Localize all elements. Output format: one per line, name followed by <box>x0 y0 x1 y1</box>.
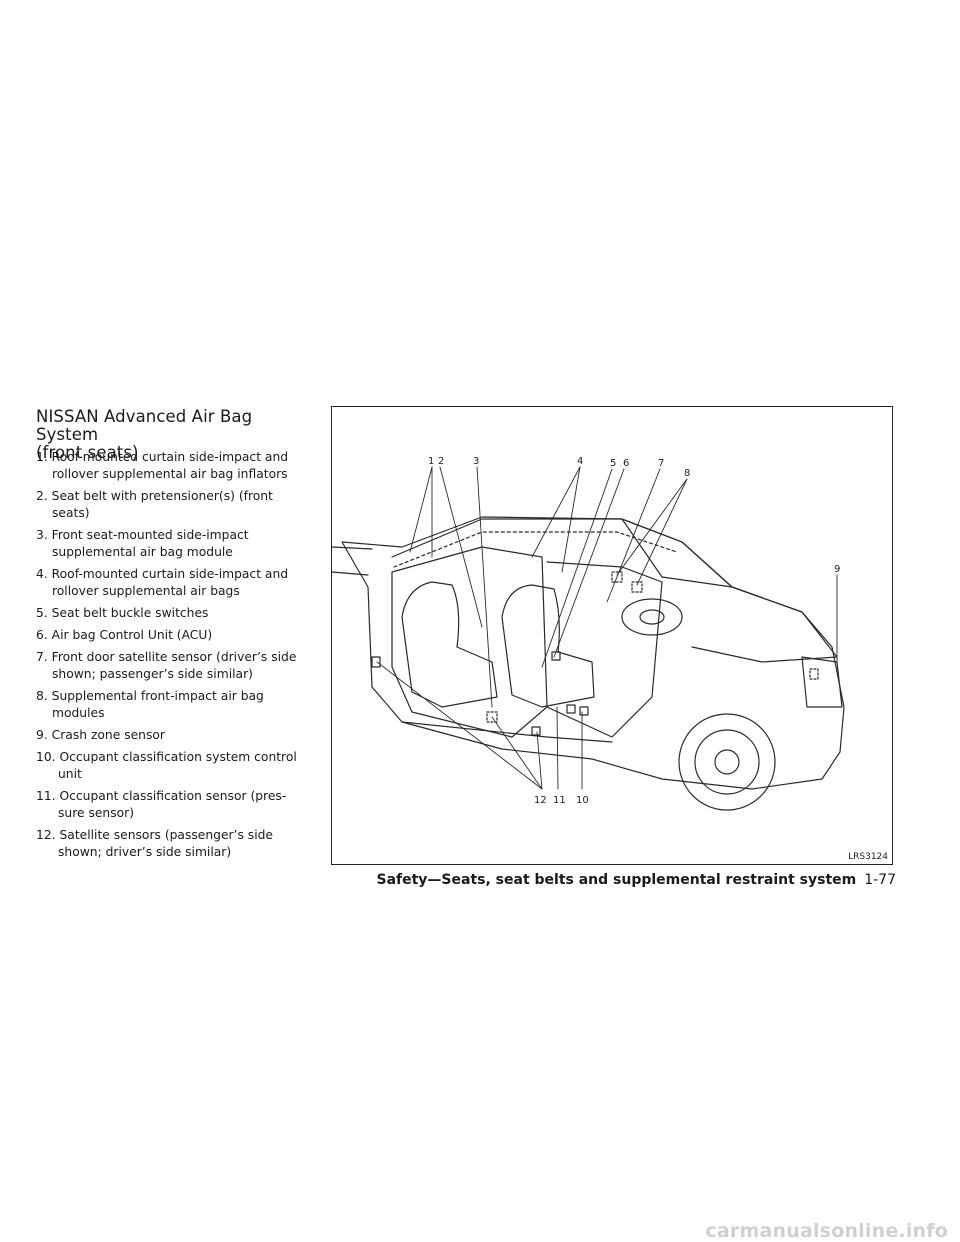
page-footer: Safety—Seats, seat belts and supplementa… <box>377 872 897 888</box>
watermark-bar: carmanualsonline.info <box>0 1220 960 1242</box>
steering-wheel <box>621 598 683 636</box>
legend-item: 10. Occupant classification system contr… <box>36 750 297 781</box>
callout-11: 11 <box>553 795 566 806</box>
callout-7: 7 <box>658 458 664 469</box>
callout-1: 1 <box>428 456 434 467</box>
callout-leader-lines <box>376 466 838 790</box>
door-opening <box>391 546 548 738</box>
callout-6: 6 <box>623 458 629 469</box>
callout-10: 10 <box>576 795 589 806</box>
legend-item: 7. Front door satellite sensor (driver’s… <box>36 650 297 681</box>
hood <box>691 586 838 663</box>
windshield <box>621 518 733 588</box>
vehicle-airbag-diagram: 1 2 3 4 5 6 7 8 9 12 11 10 LRS3124 <box>331 406 893 865</box>
page-number: 1-77 <box>864 872 896 888</box>
callout-4: 4 <box>577 456 583 467</box>
callout-3: 3 <box>473 456 479 467</box>
watermark-text: carmanualsonline.info <box>705 1220 948 1242</box>
legend-item: 9. Crash zone sensor <box>36 728 165 742</box>
legend-item: 11. Occupant classification sensor (pres… <box>36 789 287 820</box>
legend-item: 5. Seat belt buckle switches <box>36 606 209 620</box>
grille <box>801 656 843 708</box>
callout-12: 12 <box>534 795 547 806</box>
callout-5: 5 <box>610 458 616 469</box>
callout-9: 9 <box>834 564 840 575</box>
driver-seat <box>401 581 498 708</box>
passenger-seat <box>501 584 595 708</box>
callout-2: 2 <box>438 456 444 467</box>
footer-section-title: Safety—Seats, seat belts and supplementa… <box>376 872 857 888</box>
section-title-line1: NISSAN Advanced Air Bag System <box>36 407 253 444</box>
door-sill <box>401 721 613 743</box>
figure-code: LRS3124 <box>848 852 888 862</box>
section-title-line2: (front seats) <box>36 443 139 462</box>
callout-8: 8 <box>684 468 690 479</box>
section-title: NISSAN Advanced Air Bag System (front se… <box>36 408 316 462</box>
front-wheel <box>678 713 776 811</box>
legend-item: 6. Air bag Control Unit (ACU) <box>36 628 213 642</box>
vehicle-cutaway-illustration: 1 2 3 4 5 6 7 8 9 12 11 10 <box>332 456 845 811</box>
legend-item: 2. Seat belt with pretensioner(s) (front… <box>36 489 273 520</box>
